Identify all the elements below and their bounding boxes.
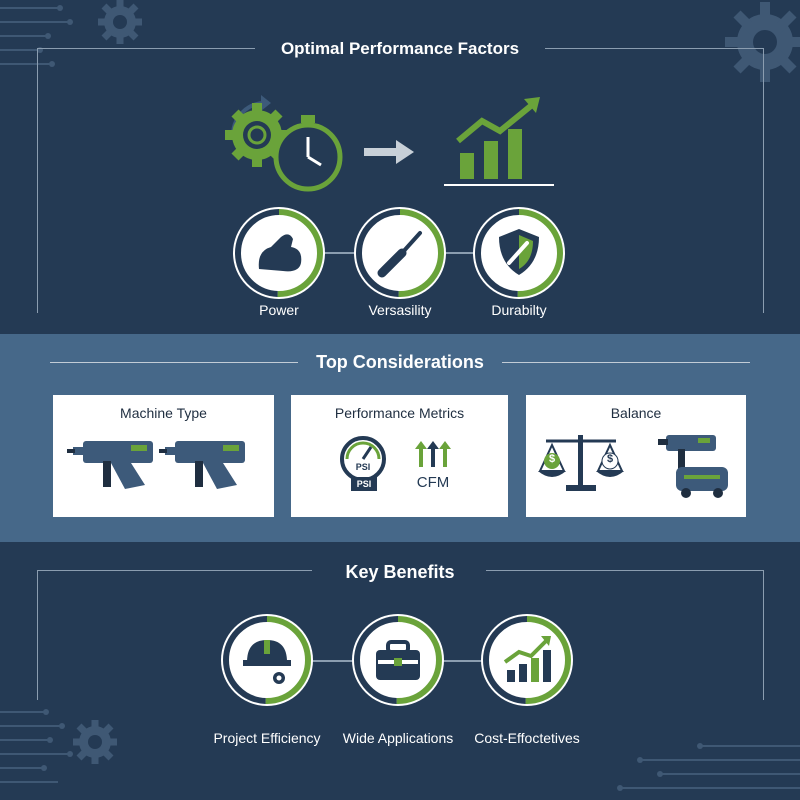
gear-icon [225, 103, 289, 167]
frame-line [37, 570, 312, 571]
frame-line [486, 570, 764, 571]
factor-label-versatility: Versasility [368, 302, 432, 318]
factor-durability [473, 207, 565, 299]
card-title: Performance Metrics [334, 405, 465, 421]
pressure-gauge-icon [340, 436, 386, 491]
stopwatch-icon [273, 115, 343, 192]
frame-line [50, 362, 298, 363]
gear-stopwatch-icon [225, 95, 343, 192]
card-title: Balance [610, 405, 662, 421]
frame-line [763, 48, 764, 313]
section-title-benefits: Key Benefits [345, 562, 455, 582]
hardhat-gear-icon [243, 640, 291, 684]
card-title: Machine Type [120, 405, 207, 421]
gauge-label-badge: PSI [356, 479, 372, 489]
factor-power [233, 207, 325, 299]
frame-line [545, 48, 764, 49]
screwdriver-icon [377, 231, 422, 278]
factor-label-durability: Durabilty [491, 302, 547, 318]
benefit-project-efficiency [221, 614, 313, 706]
section-title-considerations: Top Considerations [316, 352, 484, 372]
corner-gear-icon [725, 2, 800, 82]
corner-gear-icon [98, 0, 142, 44]
benefit-label-cost-effectiveness: Cost-Effoctetives [474, 730, 580, 746]
dollar-icon: $ [606, 453, 614, 465]
gauge-label: PSI [355, 462, 371, 472]
factor-versatility [354, 207, 446, 299]
benefit-label-wide-applications: Wide Applications [342, 730, 454, 746]
flow-label: CFM [416, 474, 450, 491]
frame-line [37, 48, 255, 49]
frame-line [502, 362, 750, 363]
drill-icon [67, 441, 245, 489]
growth-chart-icon [503, 636, 551, 682]
frame-line [763, 570, 764, 700]
arrow-right-icon [364, 140, 414, 164]
benefit-cost-effectiveness [481, 614, 573, 706]
shield-wrench-icon [499, 229, 539, 275]
card-balance: Balance $ $ [526, 395, 746, 517]
frame-line [37, 570, 38, 700]
toolbox-icon [376, 640, 420, 680]
card-performance-metrics: Performance Metrics PSI PSI CFM [291, 395, 508, 517]
airflow-arrows-icon [415, 441, 451, 467]
growth-chart-icon [444, 97, 554, 186]
page-title: Optimal Performance Factors [280, 39, 520, 58]
corner-gear-icon [73, 720, 117, 764]
dollar-icon: $ [548, 453, 556, 465]
benefit-wide-applications [352, 614, 444, 706]
benefit-label-project-efficiency: Project Efficiency [213, 730, 321, 746]
balance-scale-icon [538, 435, 624, 491]
flexed-arm-icon [258, 234, 302, 272]
frame-line [37, 48, 38, 313]
factor-label-power: Power [259, 302, 299, 318]
drill-compressor-icon [658, 435, 728, 498]
card-machine-type: Machine Type [53, 395, 274, 517]
